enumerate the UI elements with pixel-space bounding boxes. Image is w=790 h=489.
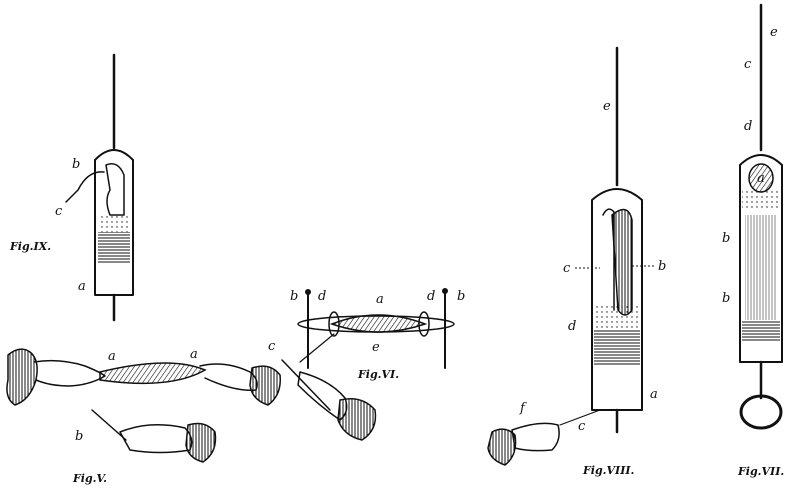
fig6-pin-left-head bbox=[305, 289, 311, 295]
fig7-caption: Fig.VII. bbox=[737, 465, 784, 478]
fig7-label-b-lower: b bbox=[722, 291, 730, 306]
fig5-label-a-right: a bbox=[190, 347, 198, 362]
fig6-label-b-left: b bbox=[290, 289, 298, 304]
fig5-cuff-right bbox=[249, 365, 281, 406]
fig8-tube bbox=[591, 188, 643, 411]
fig5-hand-lower bbox=[119, 424, 193, 454]
fig6-leaf bbox=[329, 314, 428, 333]
fig5-hand-right bbox=[199, 363, 258, 391]
fig5-hand-left bbox=[33, 359, 106, 387]
fig7-ring-handle bbox=[739, 394, 783, 430]
fig9-band bbox=[98, 232, 130, 264]
fig9-tube bbox=[94, 149, 134, 296]
figure-8: e c b d a f c Fig.VIII. bbox=[487, 46, 666, 477]
fig9-sponge bbox=[100, 213, 128, 233]
fig5-label-b: b bbox=[75, 429, 83, 444]
fig5-leaf bbox=[99, 362, 207, 385]
fig8-thread bbox=[559, 409, 601, 426]
fig9-caption: Fig.IX. bbox=[9, 240, 51, 253]
fig5-caption: Fig.V. bbox=[72, 472, 107, 485]
fig8-label-e: e bbox=[603, 99, 611, 114]
fig9-leaf bbox=[105, 163, 125, 216]
fig7-label-d: d bbox=[744, 119, 752, 134]
fig6-label-a: a bbox=[376, 292, 384, 307]
fig7-band bbox=[742, 320, 780, 342]
fig8-label-c-dotted: c bbox=[563, 261, 571, 276]
fig7-label-c: c bbox=[744, 57, 752, 72]
fig7-cap-sponge bbox=[742, 190, 780, 210]
fig5-rod bbox=[91, 409, 127, 441]
figure-6: b d a d b e Fig.VI. bbox=[290, 288, 465, 381]
fig7-label-a: a bbox=[757, 171, 765, 186]
fig9-label-c: c bbox=[55, 204, 63, 219]
fig5-cuff-lower bbox=[185, 422, 217, 463]
fig6-label-d-left: d bbox=[318, 289, 326, 304]
fig9-thread bbox=[65, 171, 105, 203]
fig7-body-shade bbox=[745, 215, 777, 320]
fig8-label-b: b bbox=[658, 259, 666, 274]
fig8-label-c: c bbox=[578, 419, 586, 434]
fig8-label-d: d bbox=[568, 319, 576, 334]
fig9-label-a: a bbox=[78, 279, 86, 294]
fig8-label-f: f bbox=[519, 401, 527, 416]
figure-7: e c d a b b Fig.VII. bbox=[722, 3, 784, 478]
fig6-label-d-right: d bbox=[427, 289, 435, 304]
fig6-pin-right-head bbox=[442, 288, 448, 294]
fig7-tube bbox=[739, 154, 783, 363]
fig8-hook bbox=[602, 208, 615, 311]
fig6-thread bbox=[299, 333, 335, 363]
fig8-cuff bbox=[487, 428, 517, 466]
fig7-label-e: e bbox=[770, 25, 778, 40]
fig5-label-a-left: a bbox=[108, 349, 116, 364]
fig8-caption: Fig.VIII. bbox=[582, 464, 634, 477]
fig5-rod-upper bbox=[281, 359, 331, 411]
figure-5: a a b c Fig.V. bbox=[6, 339, 281, 485]
fig8-label-a: a bbox=[650, 387, 658, 402]
fig6-loop-right bbox=[418, 311, 430, 337]
fig5-cuff-left bbox=[6, 348, 38, 406]
fig5-cuff-upper bbox=[337, 398, 377, 441]
figure-5-hand-upper bbox=[281, 359, 377, 441]
fig6-label-e: e bbox=[372, 340, 380, 355]
fig8-leaf bbox=[611, 208, 633, 316]
fig5-label-c: c bbox=[268, 339, 276, 354]
fig9-label-b: b bbox=[72, 157, 80, 172]
fig6-caption: Fig.VI. bbox=[357, 368, 399, 381]
fig6-label-b-right: b bbox=[457, 289, 465, 304]
fig8-band bbox=[594, 330, 640, 365]
fig7-label-b-upper: b bbox=[722, 231, 730, 246]
figure-9: b c a Fig.IX. bbox=[9, 53, 134, 322]
fig8-hand bbox=[511, 422, 560, 452]
fig6-loop-left bbox=[328, 311, 340, 337]
fig7-knob bbox=[748, 163, 774, 193]
